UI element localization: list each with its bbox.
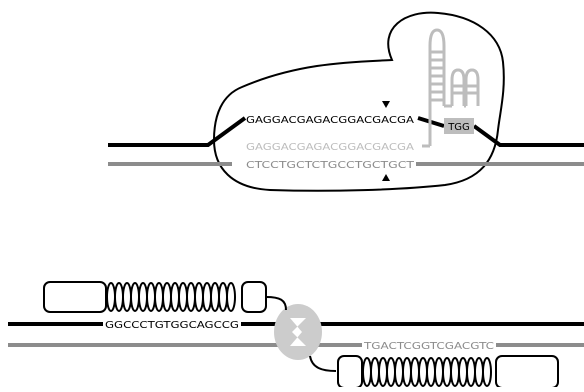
pam-label: TGG xyxy=(447,122,470,133)
cut-site-marker-bottom xyxy=(382,174,390,181)
lower-n-terminal-domain xyxy=(495,355,559,389)
rna-copy-sequence: GAGGACGAGACGGACGACGA xyxy=(246,142,414,153)
lower-linker xyxy=(309,355,337,372)
upper-c-terminal-domain xyxy=(241,281,267,313)
lower-repeat-array xyxy=(362,357,492,387)
upper-n-terminal-domain xyxy=(43,281,107,313)
nontarget-strand-far-right xyxy=(472,124,584,147)
pam-box xyxy=(444,118,474,134)
lower-c-terminal-domain xyxy=(337,355,363,389)
talen-panel: GGCCCTGTGGCAGCCG TGACTCGGTCGACGTC xyxy=(8,281,584,389)
upper-linker xyxy=(265,296,287,311)
lower-tale-protein xyxy=(309,355,559,389)
complement-sequence: CTCCTGCTCTGCCTGCTGCT xyxy=(246,160,415,171)
sgrna-scaffold xyxy=(422,28,480,148)
bottom-binding-sequence: TGACTCGGTCGACGTC xyxy=(363,341,494,352)
cut-site-marker-top xyxy=(382,101,390,108)
nontarget-strand xyxy=(108,116,247,147)
guide-sequence: GAGGACGAGACGGACGACGA xyxy=(246,115,414,126)
upper-tale-protein xyxy=(43,281,287,313)
nuclease-dimer xyxy=(274,304,322,360)
top-binding-sequence: GGCCCTGTGGCAGCCG xyxy=(105,320,239,331)
cas9-panel: TGG GAGGACGAGACGGACGACGA GAGGACGAGACGGAC… xyxy=(108,11,584,192)
upper-repeat-array xyxy=(106,282,236,312)
